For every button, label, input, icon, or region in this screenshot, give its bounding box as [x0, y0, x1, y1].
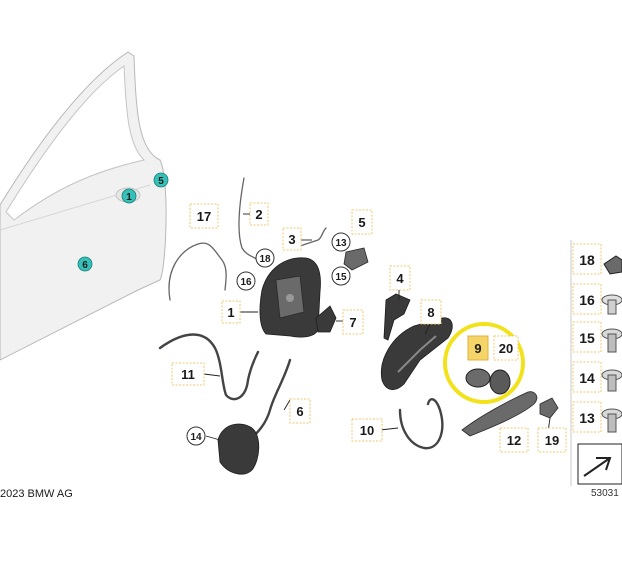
- callout-19: 19: [537, 427, 567, 453]
- door-callout-5: 5: [153, 172, 169, 188]
- svg-text:1: 1: [126, 192, 132, 203]
- cable-10: [398, 398, 444, 450]
- cable-6: [248, 358, 292, 442]
- cable-17: [168, 242, 227, 301]
- cable-3: [299, 227, 327, 247]
- svg-text:13: 13: [579, 410, 595, 426]
- copyright-text: 2023 BMW AG: [0, 488, 73, 500]
- callout-10: 10: [351, 418, 383, 442]
- callout-5: 5: [351, 209, 373, 235]
- outer-handle-12: [461, 391, 538, 437]
- handle-carrier-8: [380, 317, 453, 390]
- door-callout-6: 6: [77, 256, 93, 272]
- callout-20: 20: [493, 335, 519, 361]
- cap-20: [489, 369, 511, 395]
- svg-text:3: 3: [288, 232, 295, 247]
- svg-text:18: 18: [259, 254, 271, 265]
- fastener-sidebar: 18 16 15 14 13: [570, 240, 622, 486]
- svg-text:15: 15: [579, 330, 595, 346]
- svg-text:8: 8: [427, 305, 434, 320]
- callout-7: 7: [342, 309, 364, 335]
- svg-text:16: 16: [240, 277, 252, 288]
- callout-14: 14: [186, 426, 206, 446]
- svg-text:5: 5: [358, 215, 365, 230]
- svg-text:18: 18: [579, 252, 595, 268]
- svg-text:9: 9: [474, 341, 481, 356]
- svg-text:12: 12: [507, 433, 521, 448]
- actuator-14: [217, 423, 260, 475]
- callout-8: 8: [420, 299, 442, 325]
- cover-9: [465, 368, 491, 388]
- svg-text:11: 11: [181, 367, 195, 382]
- callout-3: 3: [282, 227, 302, 251]
- callout-1: 1: [221, 300, 241, 324]
- callout-9: 9: [467, 335, 489, 361]
- svg-text:7: 7: [349, 315, 356, 330]
- svg-text:16: 16: [579, 292, 595, 308]
- cable-11: [158, 333, 260, 401]
- callout-18: 18: [255, 248, 275, 268]
- bracket-4: [383, 293, 411, 341]
- svg-text:4: 4: [396, 271, 404, 286]
- svg-text:19: 19: [545, 433, 559, 448]
- callout-12: 12: [499, 427, 529, 453]
- svg-text:14: 14: [190, 432, 202, 443]
- lock-cylinder-19: [539, 397, 559, 419]
- door-callout-1: 1: [121, 188, 137, 204]
- highlight-circle: [443, 322, 525, 404]
- svg-text:10: 10: [360, 423, 374, 438]
- cable-2: [238, 177, 259, 261]
- sidebar-item-14: 14: [572, 361, 622, 393]
- svg-text:17: 17: [197, 209, 211, 224]
- svg-text:15: 15: [335, 272, 347, 283]
- sidebar-arrow-icon: [577, 443, 622, 485]
- callout-4: 4: [389, 265, 411, 291]
- callout-15: 15: [331, 266, 351, 286]
- svg-text:5: 5: [158, 176, 164, 187]
- svg-text:6: 6: [82, 260, 88, 271]
- callout-17: 17: [189, 203, 219, 229]
- bracket-7: [315, 305, 337, 333]
- callout-11: 11: [171, 362, 205, 386]
- svg-text:6: 6: [296, 404, 303, 419]
- door-panel: [0, 51, 167, 361]
- svg-text:14: 14: [579, 370, 595, 386]
- callout-13: 13: [331, 232, 351, 252]
- svg-text:1: 1: [227, 305, 234, 320]
- callout-6: 6: [289, 398, 311, 424]
- sidebar-item-13: 13: [572, 401, 622, 433]
- callout-2: 2: [249, 202, 269, 226]
- svg-text:2: 2: [255, 207, 262, 222]
- lock-assembly-1: [259, 257, 321, 338]
- svg-text:13: 13: [335, 238, 347, 249]
- reference-number: 53031: [591, 488, 619, 499]
- sidebar-item-15: 15: [572, 321, 622, 353]
- sidebar-item-16: 16: [572, 283, 622, 315]
- callout-16: 16: [236, 271, 256, 291]
- sidebar-item-18: 18: [572, 243, 622, 275]
- svg-text:20: 20: [499, 341, 513, 356]
- striker-5: [343, 247, 369, 271]
